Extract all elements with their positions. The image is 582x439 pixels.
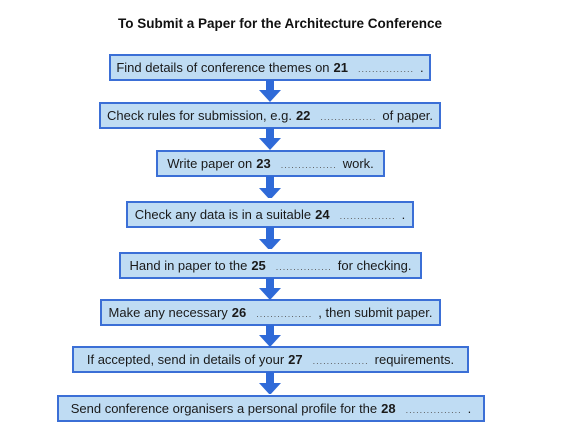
step-text-after: .	[467, 401, 472, 416]
step-box-22: Check rules for submission, e.g. 22 ....…	[99, 102, 441, 129]
step-text-before: Check any data is in a suitable	[134, 207, 312, 222]
question-number: 28	[381, 401, 396, 416]
step-text-before: Send conference organisers a personal pr…	[70, 401, 378, 416]
step-text-after: work.	[342, 156, 374, 171]
answer-blank: ................	[280, 159, 337, 170]
question-number: 25	[251, 258, 266, 273]
step-text-after: .	[420, 60, 424, 75]
step-box-24: Check any data is in a suitable 24 .....…	[126, 201, 414, 228]
step-box-23: Write paper on 23 ................ work.	[156, 150, 385, 177]
question-number: 26	[231, 305, 247, 320]
step-text-after: , then submit paper.	[318, 305, 433, 320]
step-text-before: Write paper on	[167, 156, 253, 171]
answer-blank: ................	[358, 63, 415, 74]
step-text-after: for checking.	[337, 258, 412, 273]
down-arrow-icon	[259, 325, 281, 347]
step-text-before: Make any necessary	[108, 305, 228, 320]
down-arrow-icon	[259, 278, 281, 300]
answer-blank: ................	[405, 404, 462, 415]
down-arrow-icon	[259, 176, 281, 198]
answer-blank: ................	[312, 355, 369, 366]
step-text-before: Find details of conference themes on	[116, 60, 330, 75]
step-text-after: requirements.	[374, 352, 455, 367]
step-box-27: If accepted, send in details of your 27 …	[72, 346, 469, 373]
step-text-before: Hand in paper to the	[129, 258, 248, 273]
step-box-26: Make any necessary 26 ................ ,…	[100, 299, 441, 326]
page-title: To Submit a Paper for the Architecture C…	[117, 16, 443, 31]
question-number: 27	[288, 352, 303, 367]
step-text-before: If accepted, send in details of your	[86, 352, 285, 367]
step-box-25: Hand in paper to the 25 ................…	[119, 252, 422, 279]
step-text-before: Check rules for submission, e.g.	[106, 108, 292, 123]
answer-blank: ................	[339, 210, 396, 221]
step-box-28: Send conference organisers a personal pr…	[57, 395, 485, 422]
question-number: 24	[315, 207, 330, 222]
down-arrow-icon	[259, 372, 281, 394]
down-arrow-icon	[259, 128, 281, 150]
down-arrow-icon	[259, 227, 281, 249]
answer-blank: ................	[320, 111, 377, 122]
step-box-21: Find details of conference themes on 21 …	[109, 54, 431, 81]
question-number: 22	[295, 108, 311, 123]
answer-blank: ................	[275, 261, 332, 272]
question-number: 23	[256, 156, 271, 171]
step-text-after: of paper.	[382, 108, 434, 123]
down-arrow-icon	[259, 80, 281, 102]
step-text-after: .	[401, 207, 406, 222]
answer-blank: ................	[256, 308, 313, 319]
question-number: 21	[333, 60, 348, 75]
